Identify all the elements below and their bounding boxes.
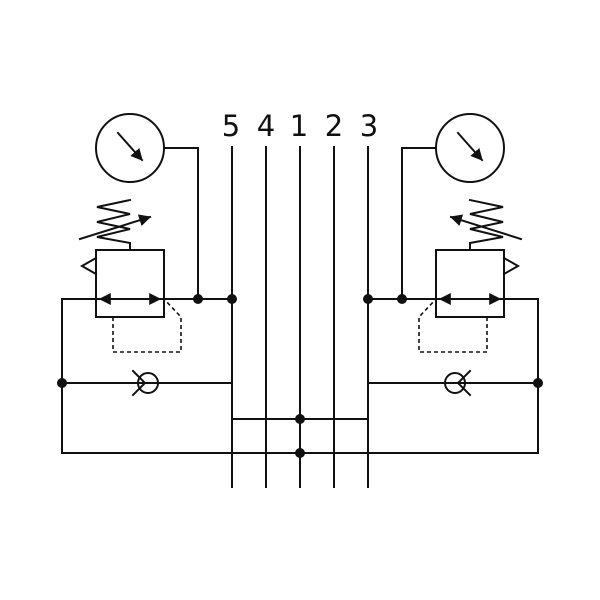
port-label-5: 5 bbox=[222, 109, 240, 143]
junction-dot bbox=[295, 448, 305, 458]
right-check-valve bbox=[444, 369, 472, 397]
right-spring-icon bbox=[468, 198, 504, 251]
port-label-2: 2 bbox=[325, 109, 343, 143]
port-lines bbox=[231, 146, 369, 488]
bottom-manifold bbox=[61, 414, 539, 488]
junction-dot bbox=[363, 294, 373, 304]
left-pressure-gauge bbox=[95, 113, 199, 300]
port-label-1: 1 bbox=[290, 109, 308, 143]
left-pressure-regulator bbox=[78, 198, 182, 353]
right-branch bbox=[363, 113, 543, 454]
right-pressure-gauge bbox=[401, 113, 505, 300]
port-label-4: 4 bbox=[257, 109, 275, 143]
right-pressure-regulator bbox=[418, 198, 523, 353]
left-spring-icon bbox=[96, 198, 132, 251]
junction-dot bbox=[57, 378, 67, 388]
right-adjust-arrow-icon bbox=[449, 214, 523, 241]
left-check-valve bbox=[131, 369, 159, 397]
junction-dot bbox=[533, 378, 543, 388]
junction-dot bbox=[295, 414, 305, 424]
port-labels: 5 4 1 2 3 bbox=[222, 109, 378, 143]
junction-dot bbox=[193, 294, 203, 304]
left-branch bbox=[57, 113, 237, 454]
junction-dot bbox=[227, 294, 237, 304]
left-adjust-arrow-icon bbox=[78, 214, 152, 241]
junction-dot bbox=[397, 294, 407, 304]
port-label-3: 3 bbox=[360, 109, 378, 143]
